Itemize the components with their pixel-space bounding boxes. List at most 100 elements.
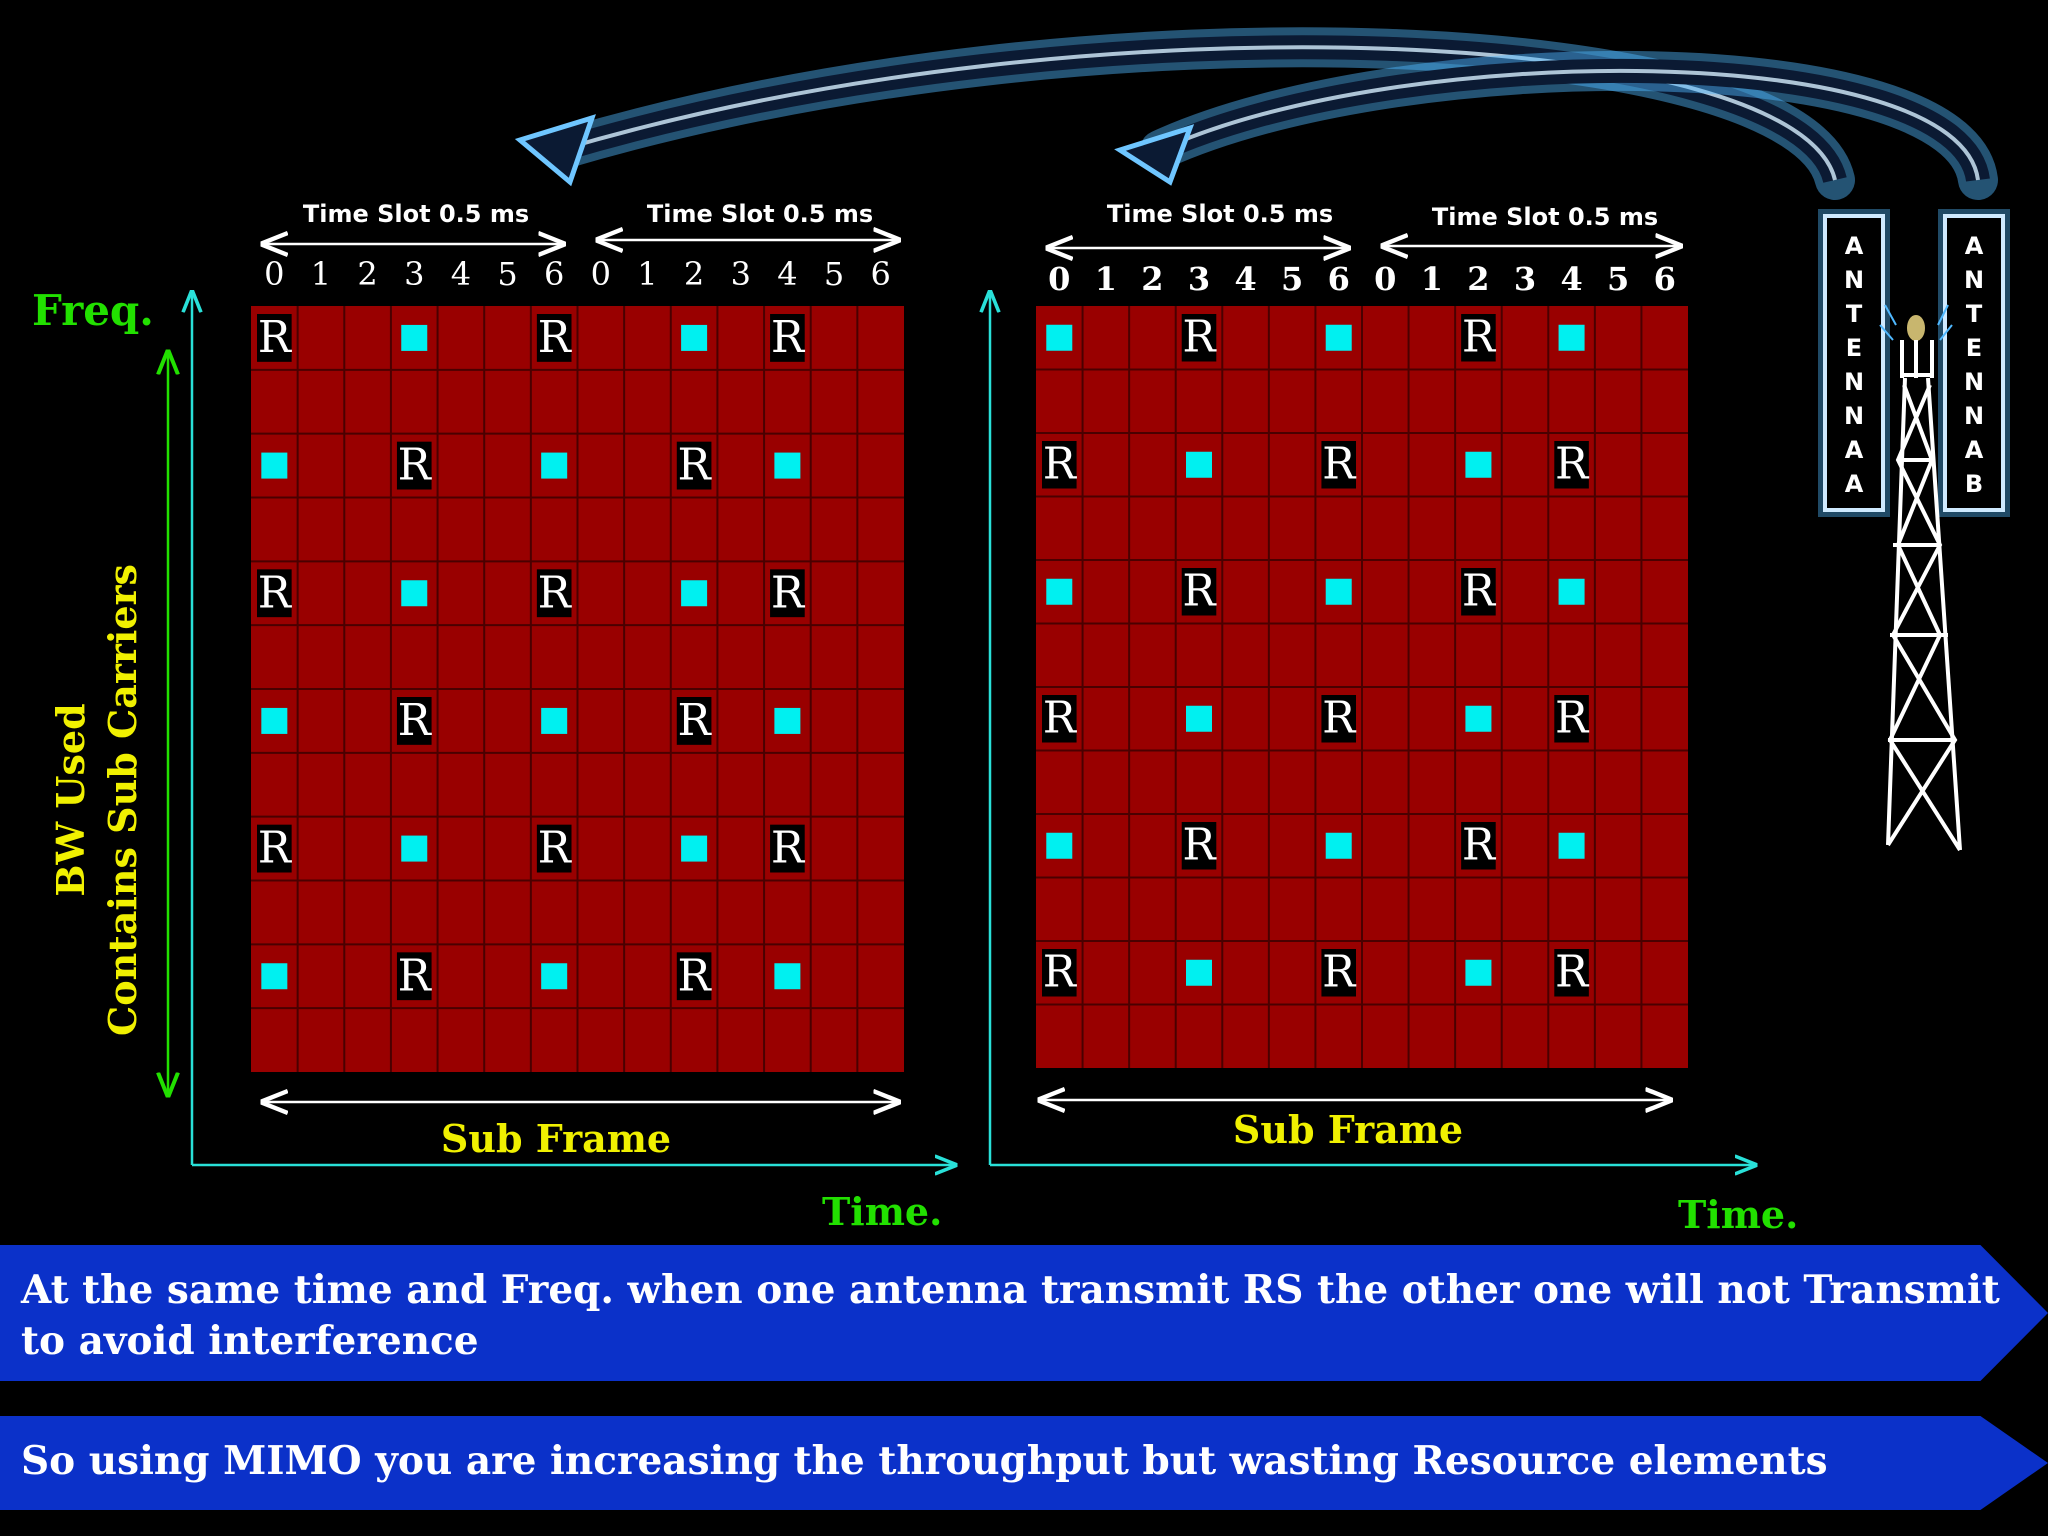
bw-label-line1: BW Used — [48, 703, 93, 896]
empty-resource-square — [1465, 451, 1492, 478]
rs-cell-background — [536, 824, 572, 873]
cell-tower-icon — [1879, 304, 1962, 852]
banner-1-text: At the same time and Freq. when one ante… — [21, 1267, 2000, 1364]
symbol-index: 4 — [451, 255, 471, 293]
reference-signal-r: R — [1182, 566, 1217, 617]
symbol-index: 6 — [870, 255, 890, 293]
subframe-label-right: Sub Frame — [1233, 1107, 1463, 1152]
symbol-index: 2 — [1467, 260, 1489, 298]
symbol-index: 4 — [1234, 260, 1256, 298]
symbol-index: 2 — [357, 255, 377, 293]
reference-signal-r: R — [1043, 693, 1078, 744]
reference-signal-r: R — [538, 567, 573, 618]
curved-arrow-antenna-a — [514, 27, 1855, 200]
empty-resource-square — [1186, 451, 1212, 478]
rs-cell-background — [1181, 568, 1217, 616]
symbol-index: 6 — [1654, 260, 1676, 298]
rs-cell-background — [1321, 695, 1356, 743]
reference-signal-r: R — [398, 950, 433, 1001]
symbol-index: 1 — [637, 255, 657, 293]
rs-cell-background — [257, 314, 292, 362]
symbol-index: 5 — [824, 255, 844, 293]
reference-signal-r: R — [1462, 312, 1497, 363]
rs-cell-background — [676, 697, 712, 745]
time-slot-label: Time Slot 0.5 ms — [303, 200, 529, 228]
symbol-index: 1 — [1421, 260, 1443, 298]
rs-cell-background — [1554, 949, 1589, 997]
antenna-letter: A — [1845, 436, 1864, 464]
rs-cell-background — [1042, 441, 1077, 489]
reference-signal-r: R — [398, 440, 433, 491]
time-slot-label: Time Slot 0.5 ms — [1432, 203, 1658, 231]
empty-resource-square — [261, 707, 288, 734]
reference-signal-r: R — [771, 567, 806, 618]
subframe-label-left: Sub Frame — [441, 1116, 671, 1161]
reference-signal-r: R — [678, 695, 713, 746]
antenna-letter: A — [1845, 232, 1864, 260]
empty-resource-square — [401, 580, 428, 607]
rs-cell-background — [1181, 314, 1217, 362]
empty-resource-square — [774, 963, 801, 990]
empty-resource-square — [261, 452, 288, 479]
reference-signal-r: R — [678, 440, 713, 491]
freq-label: Freq. — [32, 286, 154, 335]
reference-signal-r: R — [1322, 947, 1357, 998]
symbol-index: 4 — [777, 255, 797, 293]
antenna-letter: N — [1964, 402, 1984, 430]
symbol-index: 1 — [1095, 260, 1117, 298]
reference-signal-r: R — [398, 695, 433, 746]
rs-cell-background — [396, 952, 432, 1001]
empty-resource-square — [1046, 578, 1073, 605]
rs-cell-background — [1181, 822, 1217, 870]
rs-cell-background — [1554, 695, 1589, 743]
rs-cell-background — [1461, 822, 1496, 870]
symbol-index: 0 — [1048, 260, 1070, 298]
empty-resource-square — [541, 707, 568, 734]
rs-cell-background — [1042, 949, 1077, 997]
antenna-letter: E — [1846, 334, 1862, 362]
rs-cell-background — [1042, 695, 1077, 743]
timeslot-headers-left: Time Slot 0.5 ms Time Slot 0.5 ms — [263, 200, 898, 244]
symbol-index: 0 — [1374, 260, 1396, 298]
empty-resource-square — [1186, 959, 1212, 986]
symbol-index: 3 — [404, 255, 424, 293]
empty-resource-square — [1558, 832, 1585, 859]
antenna-letter: A — [1845, 470, 1864, 498]
antenna-letter: N — [1844, 402, 1864, 430]
time-slot-label: Time Slot 0.5 ms — [1107, 200, 1333, 228]
reference-signal-r: R — [1555, 693, 1590, 744]
empty-resource-square — [1558, 578, 1585, 605]
empty-resource-square — [401, 324, 428, 351]
rs-cell-background — [1461, 568, 1496, 616]
symbol-index: 3 — [1188, 260, 1210, 298]
empty-resource-square — [261, 963, 288, 990]
rs-cell-background — [1461, 314, 1496, 362]
empty-resource-square — [681, 580, 708, 607]
antenna-letter: E — [1966, 334, 1982, 362]
rs-cell-background — [770, 314, 805, 362]
rs-cell-background — [770, 824, 805, 873]
reference-signal-r: R — [771, 312, 806, 363]
antenna-letter: A — [1965, 232, 1984, 260]
symbol-index: 1 — [311, 255, 331, 293]
symbol-index: 5 — [1607, 260, 1629, 298]
rs-cell-background — [536, 314, 572, 362]
antenna-letter: T — [1966, 300, 1983, 328]
antenna-letter: N — [1964, 368, 1984, 396]
banner-mimo-note: So using MIMO you are increasing the thr… — [0, 1416, 2048, 1510]
symbol-index: 4 — [1560, 260, 1582, 298]
symbol-index: 0 — [591, 255, 611, 293]
reference-signal-r: R — [771, 823, 806, 874]
empty-resource-square — [774, 452, 801, 479]
empty-resource-square — [1558, 324, 1585, 351]
rs-cell-background — [396, 441, 432, 490]
rs-cell-background — [1321, 949, 1356, 997]
antenna-letter: T — [1846, 300, 1863, 328]
rs-cell-background — [676, 441, 712, 490]
antenna-letter: A — [1965, 436, 1984, 464]
rs-cell-background — [1321, 441, 1356, 489]
